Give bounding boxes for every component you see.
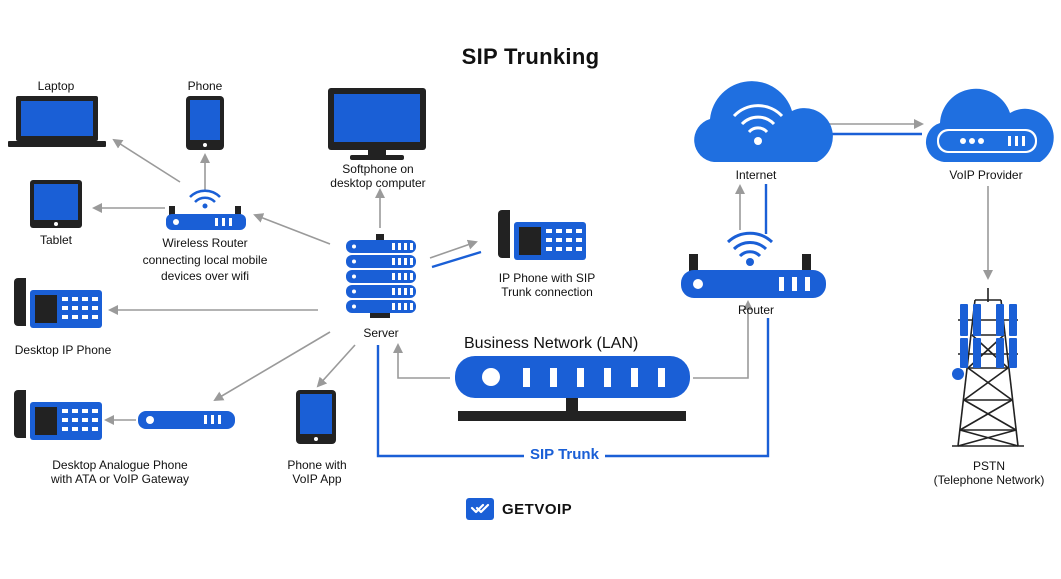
- arrow-server-to-wireless-router: [253, 213, 331, 245]
- laptop-icon: [8, 96, 106, 147]
- desktop-analogue-label: Desktop Analogue Phone with ATA or VoIP …: [50, 458, 190, 486]
- arrow-server-to-analogue: [213, 331, 331, 402]
- voip-app-label: Phone with VoIP App: [287, 458, 347, 486]
- desktop-ip-phone-label: Desktop IP Phone: [14, 343, 112, 357]
- ata-gateway-icon: [138, 411, 235, 429]
- voip-app-phone-icon: [296, 390, 336, 444]
- pstn-label: PSTN (Telephone Network): [933, 459, 1045, 487]
- ip-phone-icon: [498, 210, 586, 260]
- arrows: [92, 119, 993, 425]
- router-icon: [681, 231, 826, 298]
- ip-phone-label: IP Phone with SIP Trunk connection: [498, 271, 596, 299]
- arrow-router-to-laptop: [112, 138, 181, 183]
- server-label: Server: [363, 326, 399, 340]
- brand-logo: GETVOIP: [466, 498, 572, 520]
- internet-label: Internet: [735, 168, 777, 182]
- laptop-label: Laptop: [37, 79, 75, 93]
- check-double-icon: [466, 498, 494, 520]
- desktop-computer-icon: [328, 88, 426, 160]
- tablet-label: Tablet: [39, 233, 73, 247]
- voip-provider-cloud-icon: [925, 88, 1054, 162]
- internet-cloud-icon: [694, 81, 833, 162]
- lan-switch-icon: [455, 356, 690, 421]
- phone-label: Phone: [187, 79, 223, 93]
- sip-trunk-path: [376, 132, 922, 458]
- arrow-server-to-ip-phone: [429, 239, 478, 259]
- tablet-icon: [30, 180, 82, 228]
- page-title: SIP Trunking: [461, 44, 600, 69]
- arrow-lan-to-router: [693, 300, 753, 379]
- desktop-analogue-phone-icon: [14, 390, 102, 440]
- business-network-label: Business Network (LAN): [464, 335, 639, 352]
- router-label: Router: [737, 303, 775, 317]
- desktop-ip-phone-icon: [14, 278, 102, 328]
- voip-provider-label: VoIP Provider: [949, 168, 1023, 182]
- sip-trunk-label: SIP Trunk: [524, 446, 605, 463]
- server-icon: [346, 234, 416, 318]
- arrow-server-to-voip-app: [316, 344, 356, 388]
- wireless-router-label: Wireless Router connecting local mobile …: [142, 236, 268, 283]
- brand-name: GETVOIP: [502, 500, 573, 518]
- softphone-label: Softphone on desktop computer: [330, 162, 426, 190]
- phone-icon: [186, 96, 224, 150]
- wireless-router-icon: [166, 189, 246, 230]
- cell-tower-icon: [952, 288, 1024, 447]
- arrow-lan-to-server: [393, 343, 450, 379]
